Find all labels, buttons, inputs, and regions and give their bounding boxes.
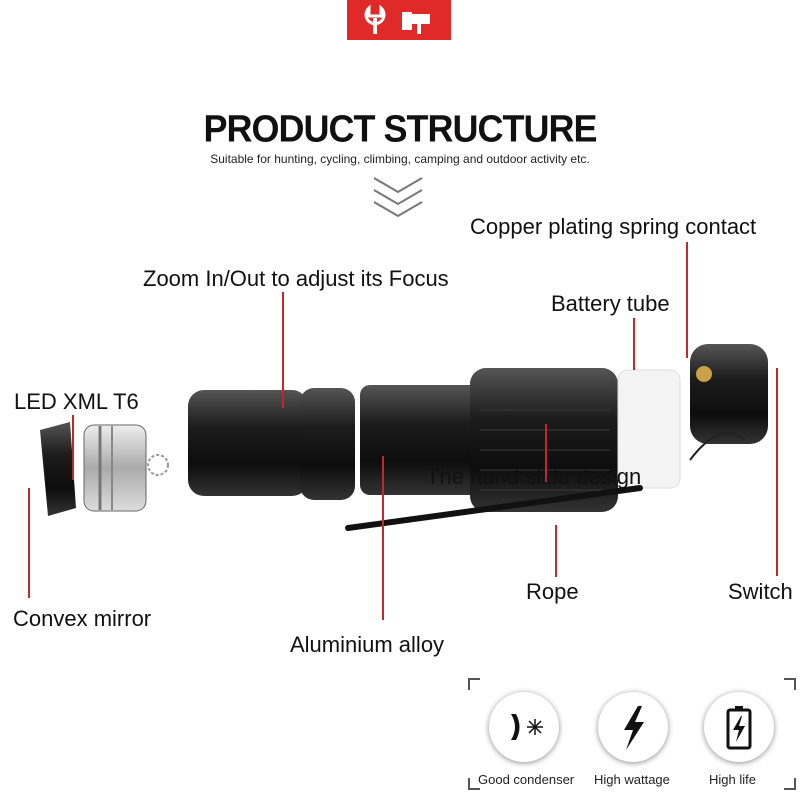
page-title: PRODUCT STRUCTURE bbox=[203, 106, 598, 150]
label-led: LED XML T6 bbox=[14, 389, 139, 414]
label-hand-slide: The hand slide design bbox=[426, 464, 642, 489]
label-convex-mirror: Convex mirror bbox=[13, 606, 152, 631]
callout-line-aluminium bbox=[382, 456, 384, 620]
brand-logo bbox=[347, 0, 451, 40]
label-aluminium: Aluminium alloy bbox=[290, 632, 445, 657]
feature-label-life: High life bbox=[709, 772, 756, 787]
label-copper-contact: Copper plating spring contact bbox=[470, 214, 757, 239]
flashlight-illustration bbox=[40, 344, 768, 531]
callout-line-zoom bbox=[282, 292, 284, 408]
frame-corner bbox=[468, 778, 480, 790]
feature-wattage bbox=[598, 692, 668, 762]
feature-label-wattage: High wattage bbox=[594, 772, 670, 787]
chevron-down-icon bbox=[373, 177, 423, 218]
feature-life bbox=[704, 692, 774, 762]
label-battery-tube: Battery tube bbox=[551, 291, 670, 316]
lightning-icon bbox=[624, 706, 644, 750]
callout-line-led bbox=[72, 415, 74, 480]
frame-corner bbox=[784, 778, 796, 790]
frame-corner bbox=[784, 678, 796, 690]
page-subtitle: Suitable for hunting, cycling, climbing,… bbox=[210, 152, 590, 166]
condenser-icon bbox=[511, 714, 543, 740]
callout-line-switch bbox=[776, 368, 778, 576]
label-rope: Rope bbox=[526, 579, 579, 604]
callout-line-battery bbox=[633, 318, 635, 370]
feature-label-condenser: Good condenser bbox=[478, 772, 575, 787]
callout-line-rope bbox=[555, 525, 557, 577]
label-zoom: Zoom In/Out to adjust its Focus bbox=[143, 266, 449, 291]
feature-condenser bbox=[489, 692, 559, 762]
callout-line-copper bbox=[686, 242, 688, 358]
battery-icon bbox=[726, 706, 752, 750]
callout-line-convex bbox=[28, 488, 30, 598]
callout-line-hand-slide bbox=[545, 424, 547, 482]
label-switch: Switch bbox=[728, 579, 793, 604]
tools-icon bbox=[364, 4, 430, 34]
frame-corner bbox=[468, 678, 480, 690]
